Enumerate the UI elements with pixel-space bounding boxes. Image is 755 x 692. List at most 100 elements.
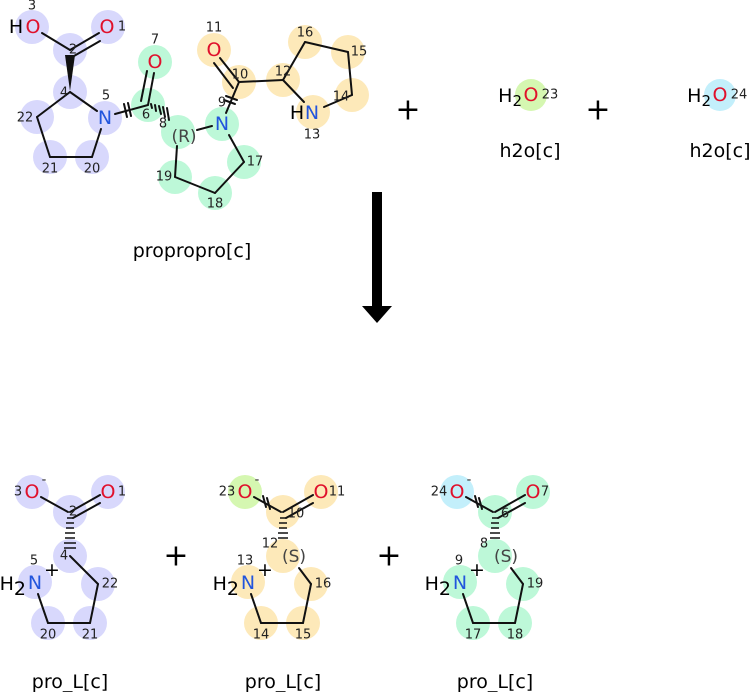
charge-plus: +	[469, 559, 485, 581]
oxygen-symbol: O	[713, 84, 728, 106]
bonds	[250, 494, 314, 624]
atom-number: 14	[333, 90, 350, 105]
molecule-name: pro_L[c]	[245, 671, 321, 692]
atom-number: 3	[14, 485, 22, 500]
nitrogen-symbol: N	[305, 102, 319, 124]
oxygen-symbol: O	[314, 481, 329, 503]
atom-number: 18	[507, 628, 524, 643]
atom-number: 17	[247, 155, 264, 170]
atom-number: 2	[69, 43, 77, 58]
atom-number: 24	[431, 485, 448, 500]
nitrogen-symbol: N	[28, 572, 42, 594]
charge-minus: -	[255, 473, 260, 488]
atom-number: 6	[142, 108, 150, 123]
nitrogen-symbol: N	[215, 113, 229, 135]
oxygen-symbol: O	[101, 481, 116, 503]
atom-number: 23	[219, 485, 236, 500]
oxygen-symbol: O	[26, 16, 41, 38]
atom-number: 12	[275, 65, 292, 80]
oxygen-symbol: O	[148, 51, 163, 73]
atom-number: 5	[102, 89, 110, 104]
atom-number: 21	[82, 628, 99, 643]
atom-number: 14	[253, 628, 270, 643]
product-pro-l-2: O - O H2 N + (S) 23 11 10 12 13 16 15 14…	[213, 473, 346, 692]
atom-number: 3	[28, 0, 36, 14]
atom-number: 21	[42, 162, 59, 177]
atom-number: 17	[465, 628, 482, 643]
oxygen-symbol: O	[450, 481, 465, 503]
product-pro-l-1: O - O H2 N + 3 1 2 4 5 22 21 20 pro_L[c]	[0, 473, 126, 692]
molecule-name: pro_L[c]	[457, 671, 533, 692]
atom-number: 24	[731, 88, 748, 103]
plus-sign: +	[376, 539, 401, 574]
atom-number: 11	[329, 485, 346, 500]
hydrogen-symbol: H	[9, 16, 23, 38]
charge-minus: -	[467, 473, 472, 488]
molecule-name: h2o[c]	[689, 140, 750, 162]
h2-symbol: H2	[687, 85, 711, 110]
atom-number: 19	[527, 577, 544, 592]
atom-number: 12	[262, 537, 279, 552]
atom-number: 18	[207, 197, 224, 212]
atom-number: 13	[237, 554, 254, 569]
h2-symbol: H2	[0, 573, 26, 600]
bonds	[462, 494, 526, 624]
atom-number: 10	[288, 507, 305, 522]
hydrogen-symbol: H	[290, 102, 304, 124]
molecule-name: h2o[c]	[499, 140, 560, 162]
nitrogen-symbol: N	[98, 107, 112, 129]
atom-number: 19	[156, 170, 173, 185]
nitrogen-symbol: N	[241, 572, 255, 594]
atom-number: 9	[218, 96, 226, 111]
bonds	[36, 32, 353, 194]
atom-number: 13	[304, 128, 321, 143]
atom-numbers: 1 2 3 4 5 6 7 8 9 10 11 12 13 14 15 16 1…	[17, 0, 368, 212]
atom-number: 20	[40, 628, 57, 643]
atom-number: 22	[102, 577, 119, 592]
atom-number: 6	[501, 507, 509, 522]
atom-number: 7	[151, 33, 159, 48]
oxygen-symbol: O	[524, 84, 539, 106]
h2-symbol: H2	[425, 573, 451, 600]
molecule-water-2: H2 O 24 h2o[c]	[687, 79, 751, 162]
atom-number: 11	[206, 21, 223, 36]
oxygen-symbol: O	[100, 16, 115, 38]
atom-number: 5	[30, 554, 38, 569]
atom-number: 4	[60, 549, 68, 564]
atom-number: 8	[159, 117, 167, 132]
atom-number: 8	[480, 537, 488, 552]
atom-number: 2	[69, 505, 77, 520]
atom-number: 1	[118, 20, 126, 35]
atom-number: 7	[541, 485, 549, 500]
hashed-bond	[150, 103, 170, 121]
atom-number: 23	[542, 88, 559, 103]
plus-sign: +	[395, 93, 420, 128]
molecule-name: pro_L[c]	[32, 671, 108, 692]
atom-number: 15	[351, 45, 368, 60]
stereo-label: (S)	[282, 547, 306, 567]
h2-symbol: H2	[213, 573, 239, 600]
bonds	[37, 494, 101, 624]
plus-sign: +	[163, 539, 188, 574]
stereo-label: (R)	[171, 127, 196, 147]
plus-sign: +	[585, 93, 610, 128]
atom-number: 9	[455, 554, 463, 569]
charge-minus: -	[42, 473, 47, 488]
product-pro-l-3: O - O H2 N + (S) 24 7 6 8 9 19 18 17 pro…	[425, 473, 550, 692]
atom-number: 20	[84, 162, 101, 177]
stereo-label: (S)	[494, 547, 518, 567]
molecule-propropro: H O O N O N O H N (R) 1 2 3 4 5 6 7 8 9 …	[9, 0, 369, 262]
oxygen-symbol: O	[238, 481, 253, 503]
atom-number: 15	[295, 628, 312, 643]
h2-symbol: H2	[498, 85, 522, 110]
atom-number: 10	[232, 68, 249, 83]
reaction-arrow	[362, 192, 392, 323]
oxygen-symbol: O	[25, 481, 40, 503]
oxygen-symbol: O	[526, 481, 541, 503]
atom-number: 16	[297, 26, 314, 41]
charge-plus: +	[44, 559, 60, 581]
molecule-water-1: H2 O 23 h2o[c]	[498, 79, 561, 162]
oxygen-symbol: O	[207, 39, 222, 61]
atom-number: 22	[17, 111, 34, 126]
